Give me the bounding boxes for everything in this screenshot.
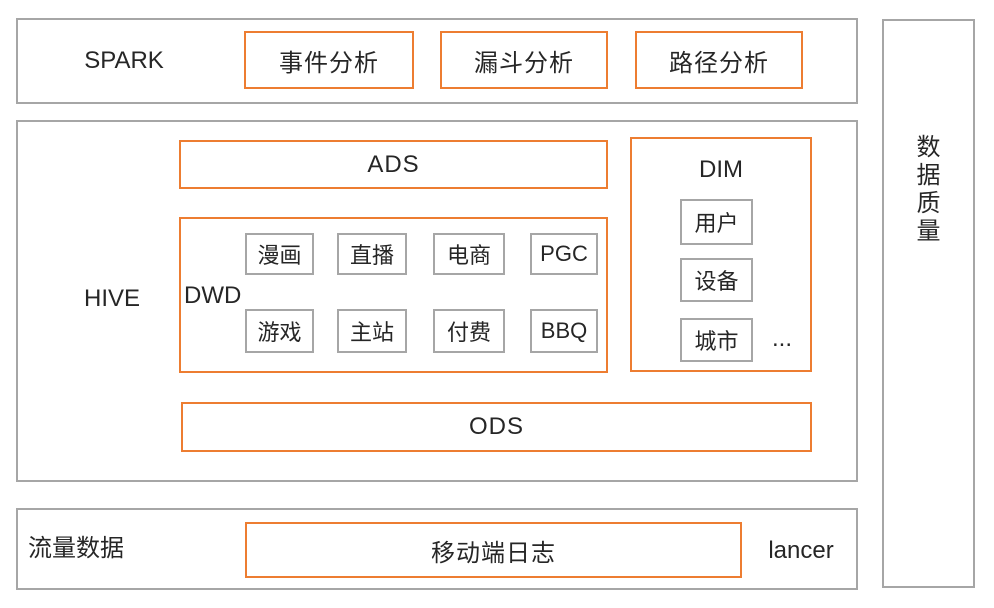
hive-layer-label: HIVE bbox=[83, 285, 140, 312]
dwd-cell-zhuzhan: 主站 bbox=[337, 309, 407, 353]
dwd-cell-dianshang: 电商 bbox=[433, 233, 505, 275]
traffic-layer-label: 流量数据 bbox=[28, 535, 124, 562]
spark-layer-label: SPARK bbox=[84, 47, 164, 74]
dwd-label: DWD bbox=[184, 282, 242, 309]
lancer-label: lancer bbox=[768, 537, 834, 564]
dwd-cell-youxi: 游戏 bbox=[245, 309, 314, 353]
mobile-log-box: 移动端日志 bbox=[245, 522, 742, 578]
event-analysis-box: 事件分析 bbox=[244, 31, 414, 89]
ads-box: ADS bbox=[179, 140, 608, 189]
dim-cell-user: 用户 bbox=[680, 199, 753, 245]
dwd-cell-manhua: 漫画 bbox=[245, 233, 314, 275]
dim-cell-device: 设备 bbox=[680, 258, 753, 302]
dwd-cell-fufei: 付费 bbox=[433, 309, 505, 353]
ods-box: ODS bbox=[181, 402, 812, 452]
data-quality-box: 数据质量 bbox=[882, 19, 975, 588]
dim-ellipsis: ... bbox=[771, 325, 792, 352]
data-quality-label: 数据质量 bbox=[916, 134, 941, 245]
dim-label: DIM bbox=[699, 156, 743, 183]
dwd-cell-bbq: BBQ bbox=[530, 309, 598, 353]
funnel-analysis-box: 漏斗分析 bbox=[440, 31, 608, 89]
dim-cell-city: 城市 bbox=[680, 318, 753, 362]
path-analysis-box: 路径分析 bbox=[635, 31, 803, 89]
dwd-cell-pgc: PGC bbox=[530, 233, 598, 275]
dwd-cell-zhibo: 直播 bbox=[337, 233, 407, 275]
